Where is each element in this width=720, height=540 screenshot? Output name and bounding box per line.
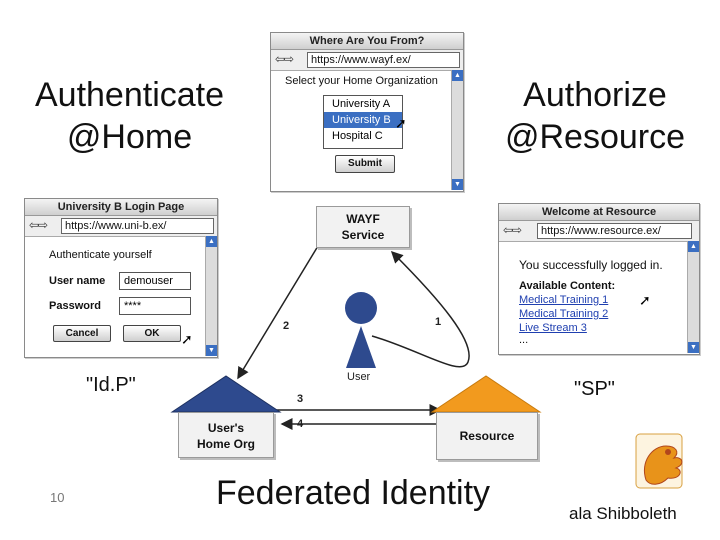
password-label: Password [49,300,101,312]
user-head-icon [345,292,377,324]
wayf-nav-bar: ⇦⇨ https://www.wayf.ex/ [271,50,463,71]
login-prompt: Authenticate yourself [49,249,152,261]
step-4-label: 4 [297,418,304,430]
more-content: ... [519,334,529,346]
login-browser-window: University B Login Page ⇦⇨ https://www.u… [24,198,218,358]
mouse-pointer-icon: ➚ [395,115,407,131]
scroll-up-icon[interactable]: ▲ [452,70,463,81]
wayf-browser-window: Where Are You From? ⇦⇨ https://www.wayf.… [270,32,464,192]
back-forward-icon[interactable]: ⇦⇨ [275,52,294,66]
org-option[interactable]: University A [332,98,391,110]
ok-button[interactable]: OK [123,325,181,342]
resource-window-title: Welcome at Resource [499,204,699,221]
scroll-up-icon[interactable]: ▲ [688,241,699,252]
user-label: User [347,371,371,383]
footer-text: ala Shibboleth [569,504,677,523]
back-forward-icon[interactable]: ⇦⇨ [503,223,522,237]
scroll-down-icon[interactable]: ▼ [206,345,217,356]
content-link[interactable]: Live Stream 3 [519,322,587,334]
content-link[interactable]: Medical Training 2 [519,308,609,320]
scroll-up-icon[interactable]: ▲ [206,236,217,247]
slide-title: Federated Identity [216,474,491,512]
login-url-field[interactable]: https://www.uni-b.ex/ [61,218,214,234]
wayf-service-node: WAYF Service [316,206,410,248]
step-2-label: 2 [283,320,290,332]
resource-node: Resource [436,412,538,460]
org-option-selected[interactable]: University B [324,112,402,128]
scroll-down-icon[interactable]: ▼ [688,342,699,353]
back-forward-icon[interactable]: ⇦⇨ [29,218,48,232]
step-1-label: 1 [435,316,442,328]
resource-url-field[interactable]: https://www.resource.ex/ [537,223,692,239]
content-link[interactable]: Medical Training 1 [519,294,609,306]
mouse-pointer-icon: ➚ [181,331,193,347]
login-nav-bar: ⇦⇨ https://www.uni-b.ex/ [25,216,217,237]
sp-label: "SP" [574,378,615,400]
arrow-step-1 [371,250,470,368]
shibboleth-griffin-logo [635,433,683,489]
wayf-url-field[interactable]: https://www.wayf.ex/ [307,52,460,68]
wayf-prompt: Select your Home Organization [285,75,438,87]
resource-nav-bar: ⇦⇨ https://www.resource.ex/ [499,221,699,242]
org-option[interactable]: Hospital C [332,130,383,142]
page-number: 10 [50,490,65,505]
password-field[interactable]: **** [119,297,191,315]
wayf-scrollbar[interactable]: ▲ ▼ [451,70,463,190]
resource-browser-window: Welcome at Resource ⇦⇨ https://www.resou… [498,203,700,355]
idp-label: "Id.P" [86,374,136,396]
home-org-listbox[interactable]: University A University B Hospital C [323,95,403,149]
login-success-message: You successfully logged in. [519,258,663,272]
login-scrollbar[interactable]: ▲ ▼ [205,236,217,356]
resource-scrollbar[interactable]: ▲ ▼ [687,241,699,353]
arrow-step-2 [237,245,319,380]
submit-button[interactable]: Submit [335,155,395,173]
cancel-button[interactable]: Cancel [53,325,111,342]
login-window-title: University B Login Page [25,199,217,216]
scroll-down-icon[interactable]: ▼ [452,179,463,190]
authenticate-heading: Authenticate @Home [34,76,225,156]
resource-roof [430,375,542,413]
available-content-label: Available Content: [519,280,616,292]
step-3-label: 3 [297,393,304,405]
username-label: User name [49,275,106,287]
mouse-pointer-icon: ➚ [639,292,651,308]
username-field[interactable]: demouser [119,272,191,290]
home-org-node: User's Home Org [178,412,274,458]
user-body-icon [346,326,376,368]
wayf-window-title: Where Are You From? [271,33,463,50]
home-org-roof [170,375,282,413]
authorize-heading: Authorize @Resource [504,76,686,156]
